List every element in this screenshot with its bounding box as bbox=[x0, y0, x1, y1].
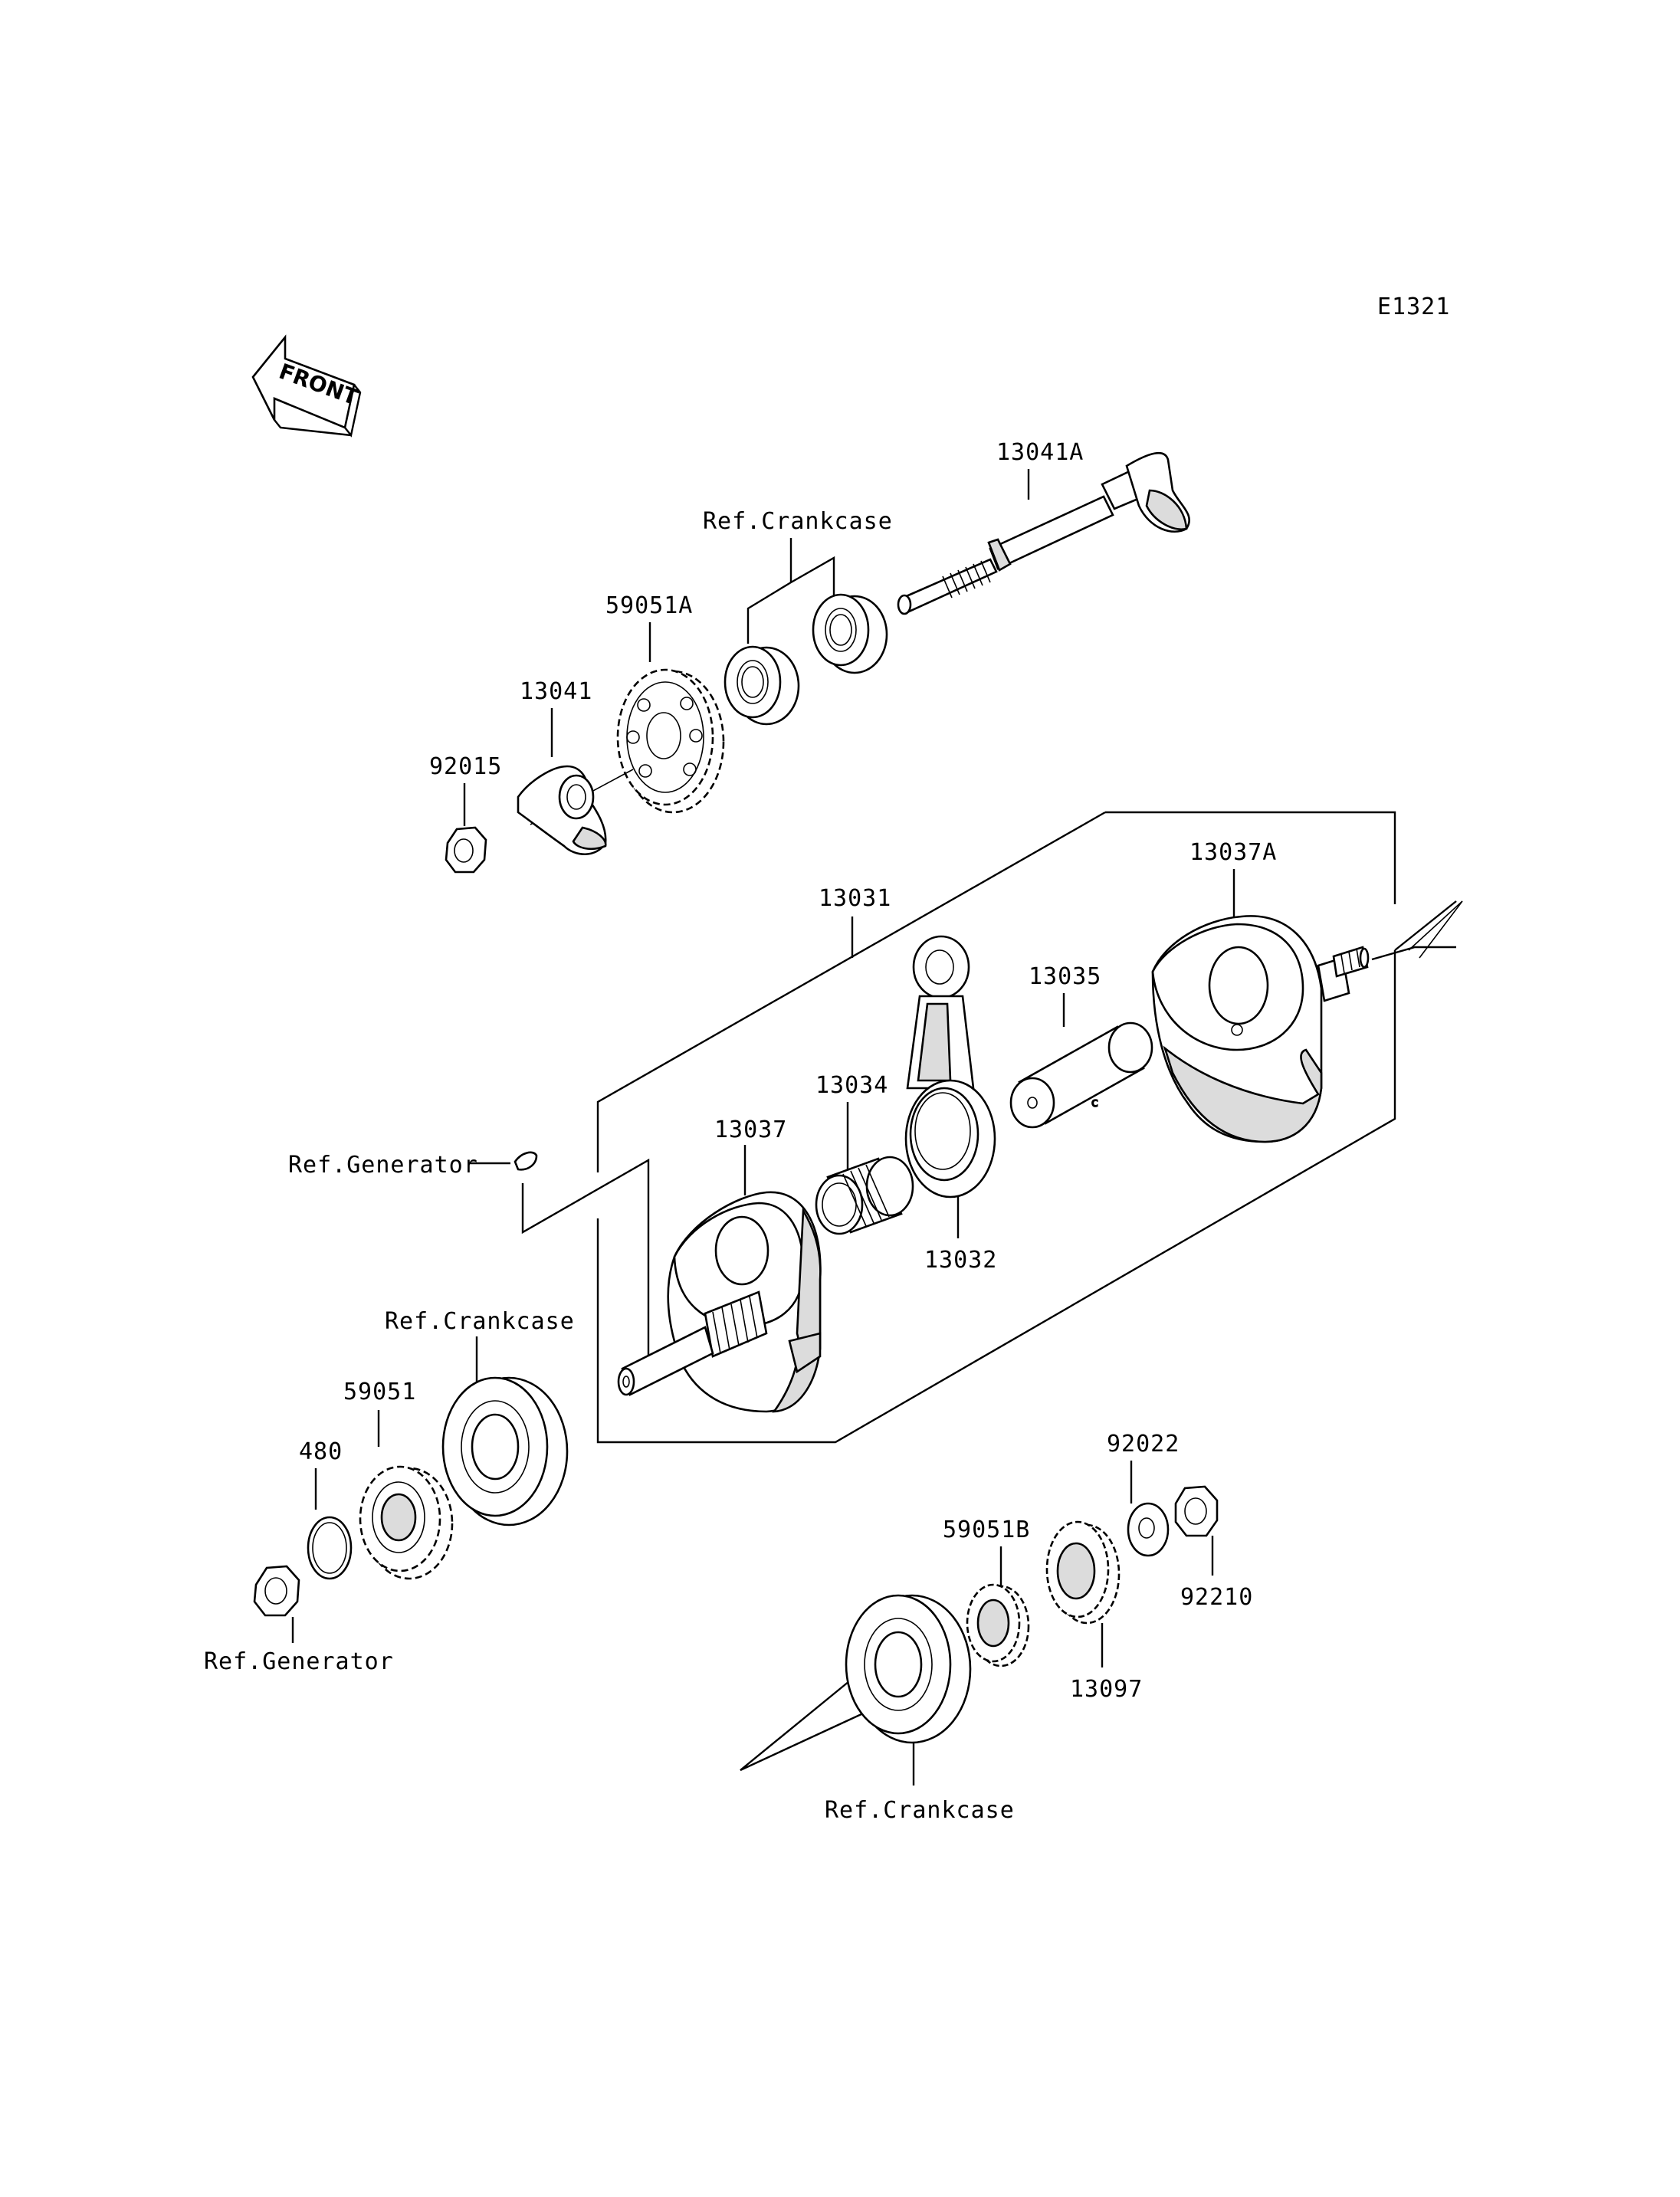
crank-half-left-13037 bbox=[617, 1191, 822, 1413]
bracket-top-left bbox=[596, 811, 1106, 1172]
diagram-code: E1321 bbox=[1377, 293, 1450, 320]
label-13031: 13031 bbox=[819, 885, 891, 912]
bearing-top-right bbox=[812, 593, 888, 674]
label-13037A: 13037A bbox=[1189, 839, 1277, 866]
connecting-rod-13032 bbox=[904, 935, 996, 1199]
label-13041A: 13041A bbox=[996, 439, 1084, 466]
axis-arrow-right bbox=[1408, 900, 1463, 959]
label-13034: 13034 bbox=[815, 1072, 888, 1099]
label-92210: 92210 bbox=[1180, 1584, 1253, 1611]
gear-59051B bbox=[966, 1583, 1030, 1667]
leader-ref-generator-line bbox=[521, 1158, 650, 1356]
nut-92210 bbox=[1174, 1485, 1219, 1537]
axis-arrow-bottom bbox=[740, 1681, 850, 1772]
label-13035: 13035 bbox=[1029, 963, 1101, 990]
label-13037: 13037 bbox=[714, 1117, 787, 1143]
bearing-top-left bbox=[724, 645, 800, 726]
bracket-bottom bbox=[596, 950, 1396, 1444]
washer-92022 bbox=[1127, 1502, 1170, 1557]
axis-line-right bbox=[1371, 946, 1456, 961]
circlip-480 bbox=[307, 1516, 353, 1580]
crank-pin-13035: c bbox=[1009, 1021, 1153, 1129]
leader-ref-crankcase-top-a bbox=[746, 538, 792, 644]
nut-92015 bbox=[445, 826, 487, 874]
nut-ref-generator bbox=[253, 1565, 300, 1617]
gear-13097 bbox=[1045, 1520, 1121, 1625]
balancer-weight-13041 bbox=[517, 765, 607, 855]
svg-text:c: c bbox=[1091, 1095, 1098, 1110]
crank-half-right-13037A bbox=[1151, 915, 1370, 1143]
bracket-top bbox=[1105, 811, 1396, 904]
balancer-shaft-13041A bbox=[897, 451, 1191, 615]
leader-ref-crankcase-top-b bbox=[790, 556, 835, 598]
label-92022: 92022 bbox=[1107, 1431, 1180, 1458]
label-ref-generator-key: Ref.Generator bbox=[288, 1152, 478, 1179]
label-13032: 13032 bbox=[924, 1247, 997, 1274]
balancer-gear-59051A bbox=[616, 668, 725, 814]
bearing-bottom-ref-crankcase bbox=[845, 1594, 972, 1744]
label-13041: 13041 bbox=[520, 678, 592, 705]
label-92015: 92015 bbox=[429, 753, 502, 780]
label-59051: 59051 bbox=[343, 1379, 416, 1405]
woodruff-key-icon bbox=[514, 1151, 538, 1171]
label-ref-generator-nut: Ref.Generator bbox=[204, 1648, 394, 1675]
label-59051A: 59051A bbox=[605, 592, 693, 619]
label-ref-crankcase-mid: Ref.Crankcase bbox=[385, 1308, 575, 1335]
label-480: 480 bbox=[299, 1438, 343, 1465]
axis-line-right-up bbox=[1394, 900, 1457, 951]
bearing-mid-ref-crankcase bbox=[441, 1376, 569, 1526]
primary-gear-59051 bbox=[359, 1465, 454, 1580]
label-13097: 13097 bbox=[1070, 1676, 1143, 1703]
front-arrow-icon: FRONT bbox=[251, 334, 362, 438]
label-ref-crankcase-bottom: Ref.Crankcase bbox=[825, 1797, 1015, 1824]
needle-bearing-13034 bbox=[815, 1156, 914, 1235]
label-ref-crankcase-top: Ref.Crankcase bbox=[703, 508, 893, 535]
label-59051B: 59051B bbox=[943, 1517, 1030, 1543]
